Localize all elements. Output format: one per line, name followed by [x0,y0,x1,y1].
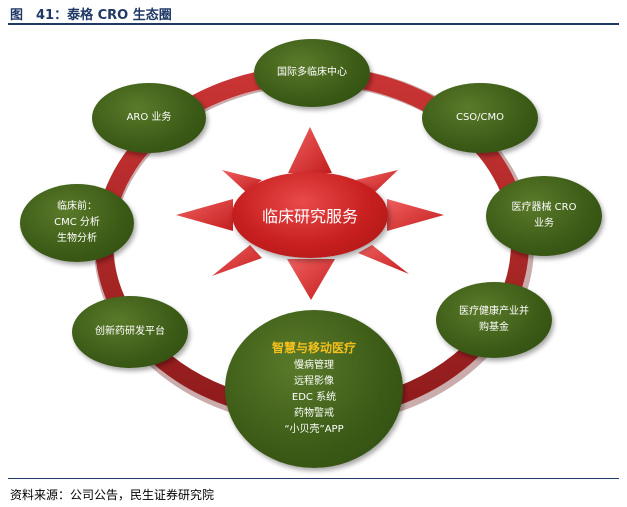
smart-line: 药物警戒 [294,408,334,419]
node-line: CSO/CMO [455,112,505,123]
ray-down [287,259,335,300]
ray-lower-left [212,245,262,276]
node-smart-mobile-healthcare: 智慧与移动医疗 慢病管理 远程影像 EDC 系统 药物警戒 “小贝壳”APP [225,310,403,468]
smart-line: EDC 系统 [291,392,337,403]
smart-line: “小贝壳”APP [284,424,344,435]
ray-up [288,127,332,173]
center-node: 临床研究服务 [232,172,388,258]
ray-lower-right [358,245,409,274]
smart-line: 慢病管理 [294,360,334,371]
node-line: 医疗健康产业并 [459,306,529,317]
node-line: 生物分析 [57,233,97,244]
ray-right [387,199,444,231]
node-preclinical: 临床前： CMC 分析 生物分析 [20,184,134,262]
node-healthcare-fund: 医疗健康产业并 购基金 [436,282,552,358]
node-international-multicenter: 国际多临床中心 [254,39,370,107]
bottom-rule [8,478,619,479]
center-label: 临床研究服务 [261,207,358,226]
node-line: 业务 [534,218,554,229]
source-note: 资料来源：公司公告，民生证券研究院 [10,488,215,502]
sun-rays [176,127,444,300]
ray-left [176,199,233,231]
figure-title: 图 41：泰格 CRO 生态圈 [10,8,172,23]
node-line: 创新药研发平台 [95,326,165,337]
node-aro: ARO 业务 [92,83,206,153]
top-rule [8,23,619,25]
node-cso-cmo: CSO/CMO [422,83,538,153]
node-line: 国际多临床中心 [277,67,347,78]
node-line: 临床前： [57,201,97,212]
node-line: ARO 业务 [126,112,172,123]
smart-line: 远程影像 [294,376,334,387]
smart-title: 智慧与移动医疗 [271,341,356,355]
node-line: 购基金 [479,322,509,333]
node-innovative-drug-platform: 创新药研发平台 [72,296,188,368]
node-line: 医疗器械 CRO [511,202,577,213]
node-medical-device-cro: 医疗器械 CRO 业务 [486,176,602,256]
node-line: CMC 分析 [54,217,100,228]
